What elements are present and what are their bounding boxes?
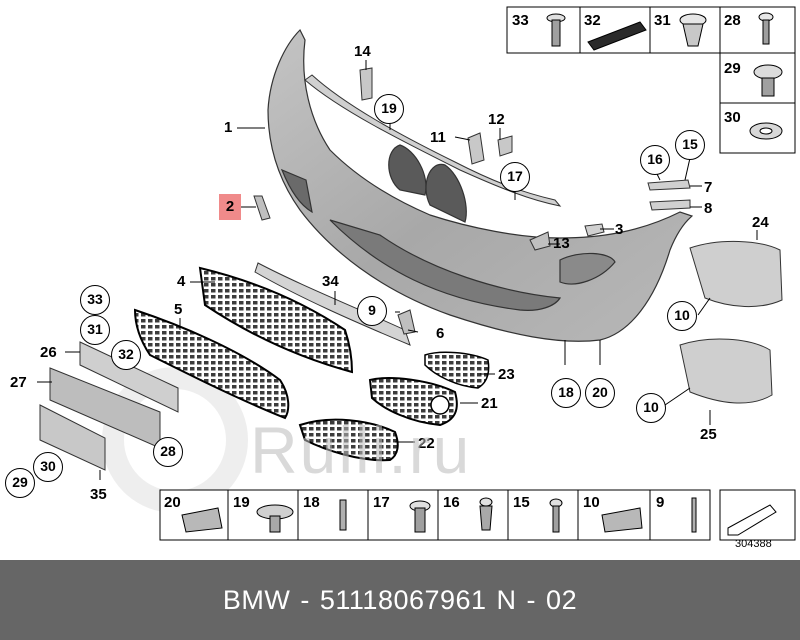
caption-bar: BMW - 51118067961 N - 02 <box>0 560 800 640</box>
callout-4: 4 <box>177 273 186 290</box>
callout-14: 14 <box>354 43 371 60</box>
top-box-part-icons <box>546 12 783 140</box>
bottom-box-part-icons <box>181 497 777 536</box>
license-bracket-35 <box>39 404 106 471</box>
diagram-drawing <box>37 6 796 541</box>
side-bracket-24 <box>689 241 783 307</box>
callout-2-highlighted: 2 <box>219 194 241 220</box>
upper-trim-strip <box>304 74 562 207</box>
callout-11: 11 <box>430 129 446 146</box>
circle-callout-9: 9 <box>357 296 387 326</box>
cover-plate <box>424 351 490 389</box>
center-mesh-grille <box>198 266 354 374</box>
bottom-box-label-18: 18 <box>303 494 320 511</box>
top-box-label-29: 29 <box>724 60 741 77</box>
callout-27: 27 <box>10 374 27 391</box>
leader-lines <box>37 60 758 480</box>
callout-25: 25 <box>700 426 717 443</box>
circle-callout-28: 28 <box>153 437 183 467</box>
circle-callout-33: 33 <box>80 285 110 315</box>
circle-callout-17: 17 <box>500 162 530 192</box>
bottom-box-label-9: 9 <box>656 494 665 511</box>
top-box-label-30: 30 <box>724 109 741 126</box>
small-part-14 <box>359 67 373 101</box>
callout-26: 26 <box>40 344 57 361</box>
callout-6: 6 <box>436 325 445 342</box>
circle-callout-10a: 10 <box>667 301 697 331</box>
small-part-11 <box>467 132 485 165</box>
bottom-box-label-20: 20 <box>164 494 181 511</box>
callout-8: 8 <box>704 200 713 217</box>
circle-callout-16: 16 <box>640 145 670 175</box>
callout-5: 5 <box>174 301 183 318</box>
bottom-box-label-16: 16 <box>443 494 460 511</box>
circle-callout-19: 19 <box>374 94 404 124</box>
lower-fog-grille <box>298 418 399 462</box>
top-box-label-33: 33 <box>512 12 529 29</box>
top-box-label-32: 32 <box>584 12 601 29</box>
part-number-caption: BMW - 51118067961 N - 02 <box>222 585 578 615</box>
callout-34: 34 <box>322 273 339 290</box>
license-bracket-26 <box>79 341 179 413</box>
bottom-box-label-17: 17 <box>373 494 390 511</box>
watermark-text: Rulli.ru <box>250 413 472 487</box>
small-part-12 <box>497 135 513 157</box>
circle-callout-29: 29 <box>5 468 35 498</box>
small-part-6 <box>397 309 416 335</box>
callout-23: 23 <box>498 366 515 383</box>
parts-diagram: 1 3 4 5 6 7 8 11 12 13 14 21 22 23 24 25… <box>5 6 796 550</box>
circle-callout-20: 20 <box>585 378 615 408</box>
small-part-3 <box>584 223 605 237</box>
small-part-8 <box>649 199 691 211</box>
circle-callout-31: 31 <box>80 315 110 345</box>
diagram-reference-number: 304388 <box>735 538 772 550</box>
callout-12: 12 <box>488 111 505 128</box>
circle-callout-15: 15 <box>675 130 705 160</box>
top-box-label-28: 28 <box>724 12 741 29</box>
top-box-label-31: 31 <box>654 12 671 29</box>
callout-22: 22 <box>418 435 435 452</box>
callout-7: 7 <box>704 179 713 196</box>
callout-3: 3 <box>615 221 624 238</box>
lower-mesh-frame <box>133 308 290 420</box>
circle-callout-18: 18 <box>551 378 581 408</box>
circle-callout-10b: 10 <box>636 393 666 423</box>
callout-1: 1 <box>224 119 233 136</box>
circle-callout-32: 32 <box>111 340 141 370</box>
callout-24: 24 <box>752 214 769 231</box>
bottom-box-label-10: 10 <box>583 494 600 511</box>
small-part-7 <box>647 179 691 191</box>
callout-21: 21 <box>481 395 498 412</box>
small-part-13 <box>529 231 551 251</box>
callout-13: 13 <box>553 235 570 252</box>
bottom-parts-box <box>159 489 796 541</box>
side-bracket-25 <box>679 338 773 404</box>
circle-callout-30: 30 <box>33 452 63 482</box>
bottom-box-label-15: 15 <box>513 494 530 511</box>
bottom-box-label-19: 19 <box>233 494 250 511</box>
bumper-cover <box>267 28 694 342</box>
callout-35: 35 <box>90 486 107 503</box>
small-part-2 <box>253 195 271 221</box>
